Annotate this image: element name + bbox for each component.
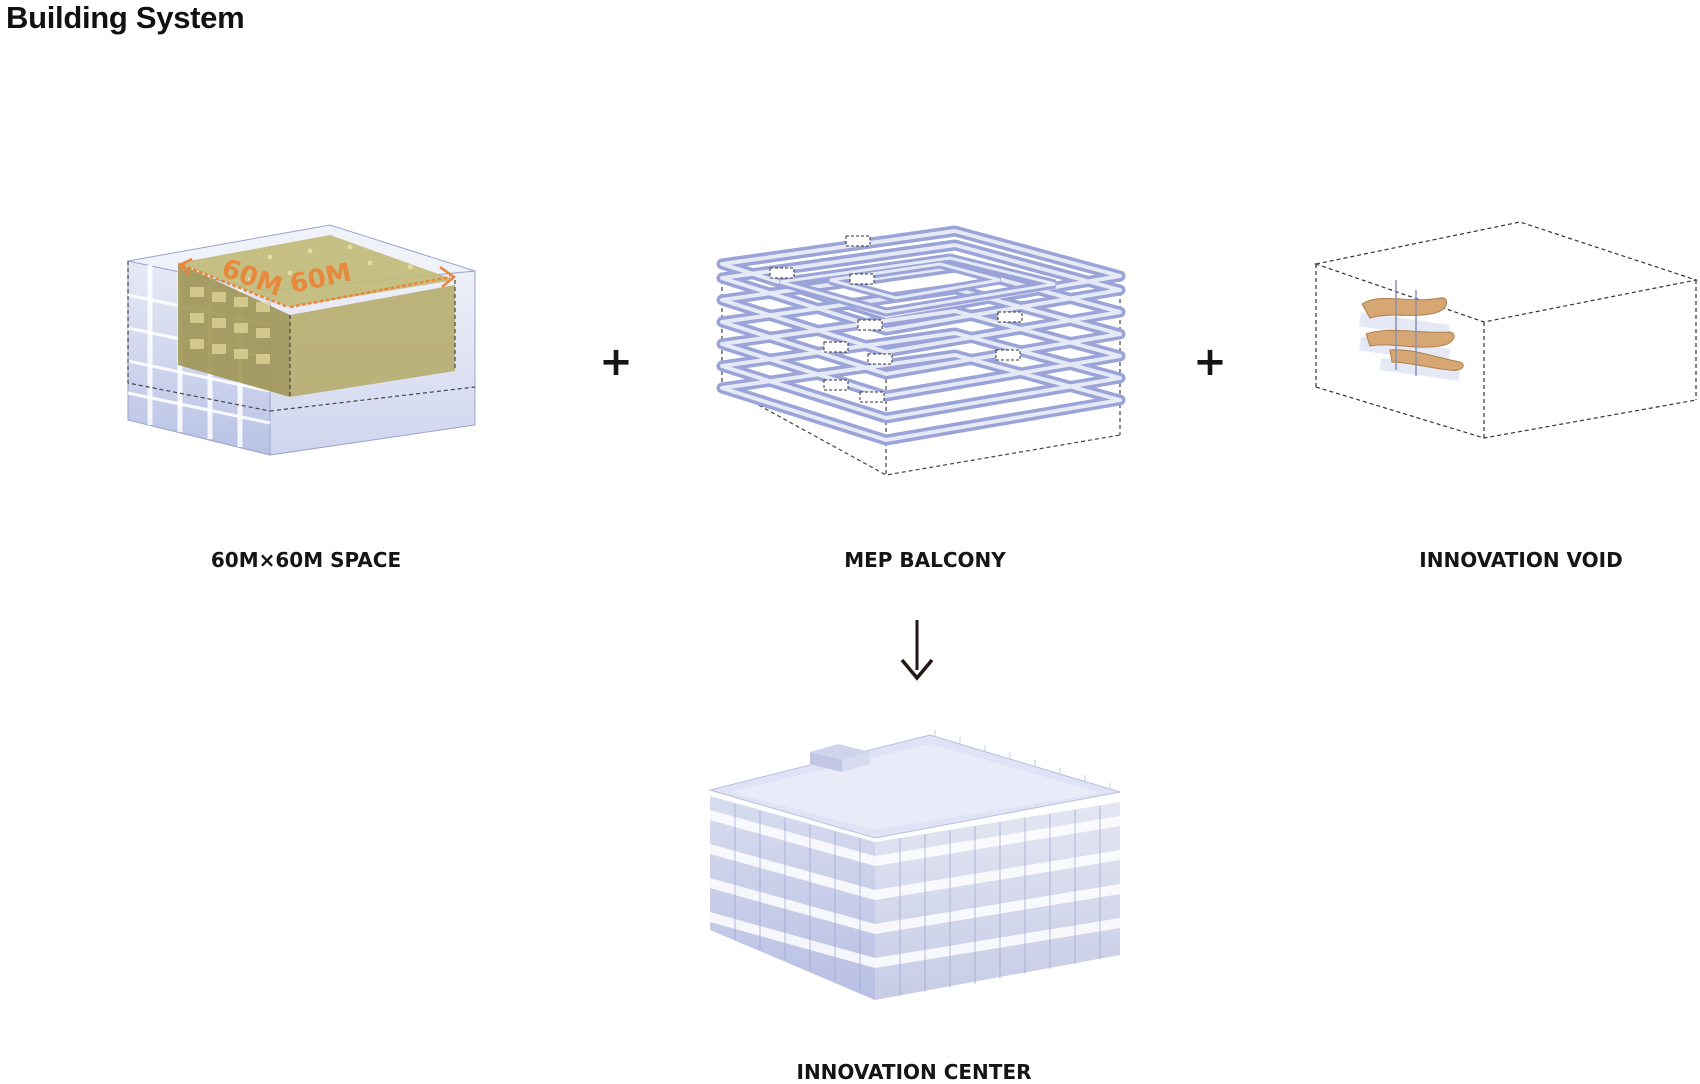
innovation-void-label: INNOVATION VOID: [1419, 548, 1623, 572]
innovation-void-diagram: [1313, 221, 1699, 439]
plus-operator-1: +: [599, 339, 633, 385]
down-arrow-icon: [900, 620, 934, 681]
page-title: Building System: [6, 0, 245, 35]
void-ramps: [1358, 280, 1464, 381]
mep-balcony-label: MEP BALCONY: [844, 548, 1006, 572]
innovation-center-label: INNOVATION CENTER: [796, 1060, 1032, 1084]
innovation-center-building: [708, 730, 1121, 1000]
volume-right-face: [290, 285, 455, 397]
mep-balcony-diagram: [716, 225, 1126, 476]
plus-operator-2: +: [1193, 339, 1227, 385]
space-diagram: 60M 60M: [127, 224, 476, 456]
space-label: 60M×60M SPACE: [210, 548, 402, 572]
